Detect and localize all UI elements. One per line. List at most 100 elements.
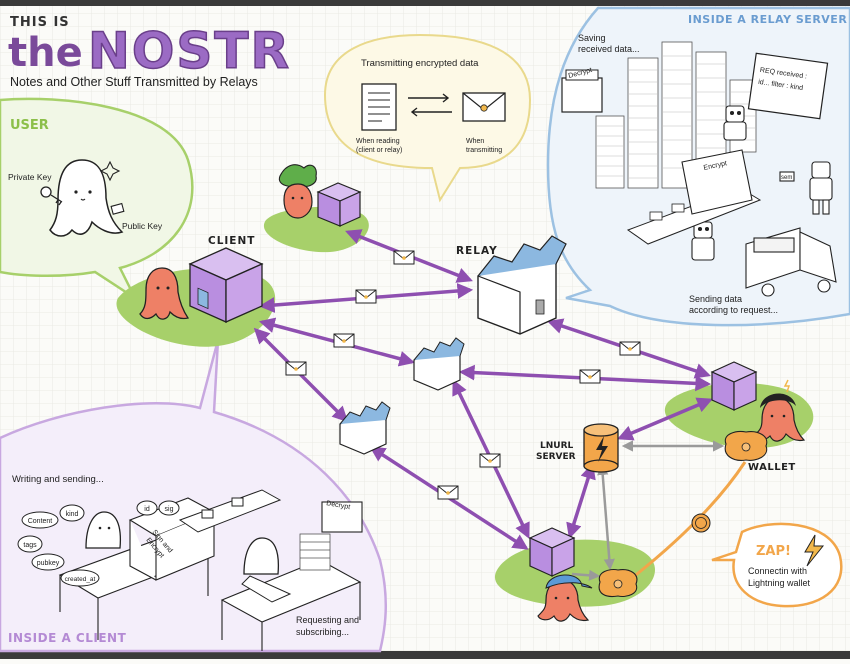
wallet-label: WALLET bbox=[748, 462, 796, 473]
encryption-bubble: Transmitting encrypted data When reading… bbox=[323, 33, 532, 203]
envelope-icon bbox=[355, 289, 377, 304]
header-title-the: the bbox=[8, 30, 83, 76]
encryption-reading-line1: When reading bbox=[356, 138, 400, 145]
encryption-transmitting-line1: When bbox=[466, 138, 484, 145]
envelope-icon bbox=[285, 361, 307, 376]
wallet-pouch-icon bbox=[724, 430, 768, 461]
gray-connections bbox=[571, 440, 725, 581]
relay-server-title: INSIDE A RELAY SERVER bbox=[688, 13, 847, 26]
bitcoin-coin-icon bbox=[691, 513, 711, 533]
robot-icon-3 bbox=[691, 221, 715, 261]
user-ghost-icon bbox=[49, 159, 124, 237]
field-pubkey-label: pubkey bbox=[37, 560, 60, 567]
envelope-icon bbox=[393, 250, 415, 265]
envelope-icon bbox=[437, 485, 459, 500]
robot-sign: sem bbox=[781, 175, 792, 181]
decrypt-machine: Decrypt bbox=[561, 67, 603, 113]
user-title: USER bbox=[10, 118, 49, 133]
envelope-icon bbox=[333, 333, 355, 348]
envelope-icon bbox=[619, 341, 641, 356]
relay-saving-line2: received data... bbox=[578, 44, 640, 54]
client-requesting-line1: Requesting and bbox=[296, 615, 359, 625]
encryption-title: Transmitting encrypted data bbox=[361, 58, 479, 69]
client-interior-bubble: Writing and sending... Sign and Encrypt … bbox=[0, 339, 388, 653]
client-interior-title: INSIDE A CLIENT bbox=[8, 631, 127, 645]
client-decrypt-machine: Decrypt bbox=[321, 500, 363, 533]
swap-arrows-icon bbox=[408, 93, 452, 117]
user-bubble: USER Private Key Public Key bbox=[0, 97, 194, 302]
right-client-cube-icon bbox=[710, 361, 758, 411]
client-creature-icon bbox=[139, 267, 190, 320]
delivery-truck-icon bbox=[745, 227, 837, 297]
client-cube-icon bbox=[188, 247, 264, 324]
lnurl-label-line2: SERVER bbox=[536, 452, 576, 462]
encryption-transmitting-line2: transmitting bbox=[466, 147, 502, 154]
field-bubble-created-at: created_at bbox=[60, 569, 100, 587]
envelope-icon bbox=[479, 453, 501, 468]
client-label: CLIENT bbox=[208, 235, 255, 247]
conveyor-belt bbox=[178, 489, 282, 533]
private-key-label: Private Key bbox=[8, 172, 52, 182]
robot-icon-2: sem bbox=[779, 161, 833, 215]
header-title-main: NOSTR bbox=[88, 22, 291, 80]
client-requesting-line2: subscribing... bbox=[296, 627, 349, 637]
relay-sending-line2: according to request... bbox=[689, 305, 778, 315]
plant-creature-icon bbox=[278, 164, 317, 219]
relay-building-icon bbox=[477, 235, 567, 335]
encryption-reading-line2: (client or relay) bbox=[356, 147, 402, 154]
private-key-icon bbox=[40, 186, 63, 206]
requesting-desk bbox=[220, 559, 362, 651]
field-bubble-content: Content bbox=[21, 511, 59, 529]
relay-saving-line1: Saving bbox=[578, 33, 606, 43]
top-border bbox=[0, 0, 850, 6]
field-id-label: id bbox=[144, 506, 150, 513]
top-client-cube-icon bbox=[316, 182, 362, 227]
field-bubble-kind: kind bbox=[59, 504, 85, 522]
link-bottomclient-wallet bbox=[571, 569, 601, 581]
encrypt-conveyor: Encrypt bbox=[626, 149, 762, 245]
req-note: REQ received : id... filter : kind bbox=[747, 52, 829, 120]
field-bubble-pubkey: pubkey bbox=[31, 553, 65, 571]
bottom-border bbox=[0, 651, 850, 659]
field-content-label: Content bbox=[28, 518, 53, 525]
bottom-wallet-pouch-icon bbox=[598, 568, 638, 598]
client-writing-label: Writing and sending... bbox=[12, 474, 104, 485]
zap-text-line1: Connectin with bbox=[748, 566, 807, 576]
relay-label: RELAY bbox=[456, 245, 498, 257]
link-lnurl-bottom-wallet bbox=[597, 463, 615, 571]
sealed-envelope-icon bbox=[462, 92, 506, 122]
zap-title: ZAP! bbox=[756, 544, 791, 559]
subscriber-ghost-icon bbox=[241, 537, 292, 603]
field-tags-label: tags bbox=[23, 542, 37, 549]
link-lnurl-bottomclient bbox=[566, 462, 596, 540]
mid-relay-building-icon bbox=[413, 337, 465, 391]
header-subtitle: Notes and Other Stuff Transmitted by Rel… bbox=[10, 75, 258, 89]
zap-bubble: ZAP! Connectin with Lightning wallet bbox=[711, 522, 843, 608]
zap-text-line2: Lightning wallet bbox=[748, 578, 811, 588]
lnurl-server-icon bbox=[583, 423, 619, 473]
relay-server-bubble: INSIDE A RELAY SERVER Saving received da… bbox=[546, 6, 850, 327]
lnurl-label-line1: LNURL bbox=[540, 441, 574, 451]
bottom-client-cube-icon bbox=[528, 527, 576, 577]
relay-sending-line1: Sending data bbox=[689, 294, 742, 304]
document-icon bbox=[361, 83, 397, 131]
cap-creature-icon bbox=[537, 574, 593, 622]
field-kind-label: kind bbox=[66, 511, 79, 518]
field-bubble-sig: sig bbox=[158, 500, 180, 516]
header-pre-title: THIS IS bbox=[10, 15, 70, 30]
field-bubble-id: id bbox=[136, 500, 158, 516]
envelopes bbox=[285, 250, 641, 500]
envelope-icon bbox=[579, 369, 601, 384]
public-key-card-icon bbox=[110, 202, 125, 215]
relay-encrypt-sign: Encrypt bbox=[703, 160, 728, 172]
paper-stack bbox=[299, 533, 331, 571]
field-bubble-tags: tags bbox=[17, 535, 43, 553]
field-sig-label: sig bbox=[165, 506, 174, 513]
robot-icon bbox=[723, 105, 747, 141]
lightning-icon bbox=[804, 534, 825, 567]
writer-ghost-icon bbox=[85, 511, 122, 549]
client-decrypt-sign: Decrypt bbox=[326, 500, 351, 511]
header: THIS IS the NOSTR Notes and Other Stuff … bbox=[8, 15, 291, 89]
